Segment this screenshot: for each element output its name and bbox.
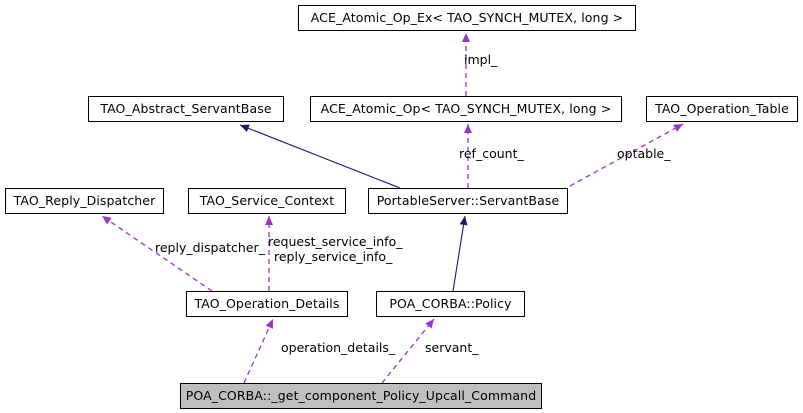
edge-operation-details	[243, 318, 274, 384]
node-poa-corba-get-component-policy-upcall-command[interactable]: POA_CORBA::_get_component_Policy_Upcall_…	[180, 383, 542, 409]
edge-servantbase-inherit	[239, 124, 401, 189]
edge-label-ref-count: ref_count_	[459, 146, 524, 161]
node-tao-reply-dispatcher[interactable]: TAO_Reply_Dispatcher	[5, 188, 164, 214]
node-tao-operation-details[interactable]: TAO_Operation_Details	[186, 291, 348, 317]
node-ace-atomic-op-ex[interactable]: ACE_Atomic_Op_Ex< TAO_SYNCH_MUTEX, long …	[298, 5, 636, 31]
edge-policy-inherit	[452, 215, 468, 292]
edge-label-operation-details: operation_details_	[281, 340, 396, 355]
node-tao-operation-table[interactable]: TAO_Operation_Table	[646, 96, 798, 122]
edge-label-reply-dispatcher: reply_dispatcher_	[155, 240, 265, 255]
node-ace-atomic-op[interactable]: ACE_Atomic_Op< TAO_SYNCH_MUTEX, long >	[310, 96, 622, 122]
node-poa-corba-policy[interactable]: POA_CORBA::Policy	[376, 291, 525, 317]
edge-label-optable: optable_	[617, 146, 671, 161]
edge-label-servant: servant_	[425, 340, 479, 355]
edge-optable	[569, 123, 684, 187]
edge-servant	[381, 318, 435, 384]
node-tao-service-context[interactable]: TAO_Service_Context	[188, 188, 346, 214]
edge-label-reply-service-info: reply_service_info_	[274, 249, 393, 264]
edge-label-request-service-info: request_service_info_	[268, 234, 403, 249]
node-portableserver-servantbase[interactable]: PortableServer::ServantBase	[368, 188, 568, 214]
edge-reply-dispatcher	[101, 215, 213, 292]
node-tao-abstract-servant-base[interactable]: TAO_Abstract_ServantBase	[88, 96, 284, 122]
edge-label-impl: impl_	[464, 52, 498, 67]
